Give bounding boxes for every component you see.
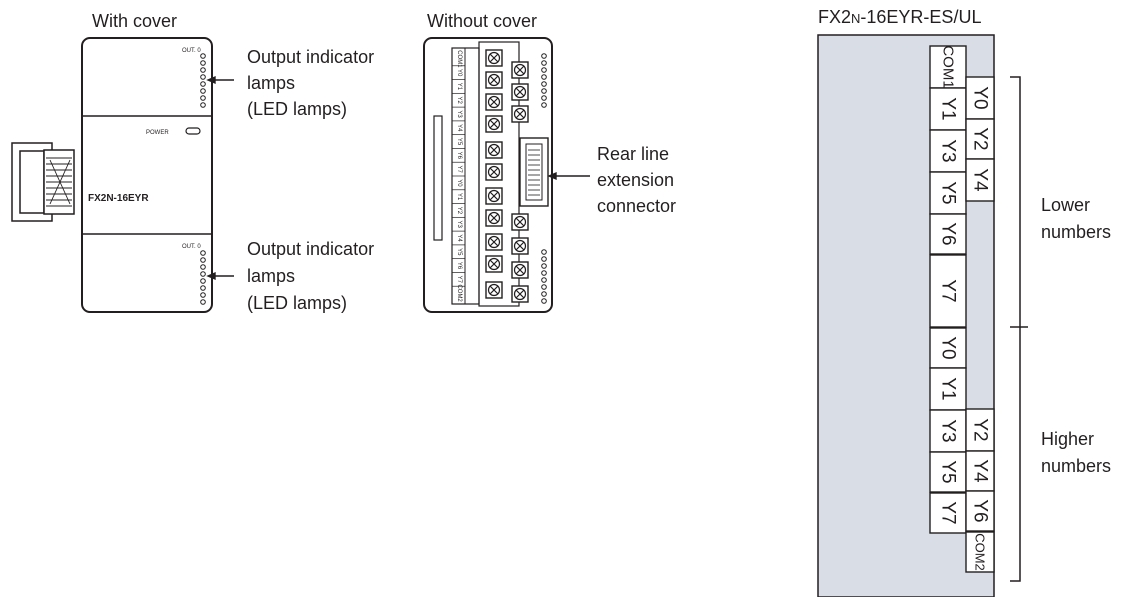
terminal-cell-label: Y1 — [938, 377, 959, 400]
module-out-text-upper: OUT. 0 — [182, 48, 201, 54]
terminal-cell-label: Y6 — [970, 499, 991, 522]
model-title-part1: FX2 — [818, 7, 852, 27]
strip-label: Y1 — [456, 83, 462, 91]
strip-label: Y4 — [456, 234, 462, 242]
terminal-cell-label: COM2 — [973, 533, 988, 571]
terminal-outer-cell: Y0 — [965, 76, 995, 120]
connector-label-line2: extension — [597, 170, 675, 190]
terminal-inner-cell: Y3 — [929, 409, 967, 453]
strip-label: Y3 — [456, 110, 462, 118]
terminal-inner-cell: Y1 — [929, 87, 967, 131]
terminal-outer-cell: Y2 — [965, 118, 995, 160]
terminal-inner-cell: Y5 — [929, 451, 967, 493]
connector-label-line3: connector — [597, 196, 677, 216]
terminal-inner-cell: Y7 — [929, 492, 967, 534]
terminal-cell-label: Y4 — [970, 459, 991, 483]
strip-label: Y7 — [456, 165, 462, 173]
terminal-outer-cell: Y6 — [965, 490, 995, 532]
terminal-cell-label: Y7 — [938, 279, 959, 302]
without-cover-title: Without cover — [427, 11, 538, 31]
terminal-cell-label: Y5 — [938, 460, 959, 483]
strip-label: Y2 — [456, 207, 462, 215]
strip-label: Y3 — [456, 221, 462, 229]
connector-arrow — [547, 171, 590, 181]
lower-lamps-label-line3: (LED lamps) — [247, 293, 348, 313]
strip-label: Y6 — [456, 152, 462, 160]
higher-numbers-label-line1: Higher — [1041, 429, 1095, 449]
lamp-arrow-upper — [206, 75, 234, 85]
upper-lamps-label-line1: Output indicator — [247, 47, 375, 67]
terminal-cell-label: Y2 — [970, 127, 991, 150]
lower-lamps-label-line2: lamps — [247, 266, 296, 286]
strip-label: COM1 — [456, 50, 462, 68]
terminal-inner-cell: Y3 — [929, 129, 967, 173]
terminal-outer-cell: COM2 — [965, 531, 995, 573]
module-name-text: FX2N-16EYR — [88, 193, 149, 204]
terminal-cell-label: Y3 — [938, 139, 959, 162]
terminal-cell-label: Y7 — [938, 501, 959, 524]
terminal-cell-label: Y4 — [970, 168, 991, 192]
strip-label: Y6 — [456, 262, 462, 270]
strip-label: Y2 — [456, 97, 462, 105]
terminal-cell-label: COM1 — [940, 45, 957, 88]
terminal-cell-label: Y2 — [970, 418, 991, 441]
higher-numbers-label-line2: numbers — [1041, 456, 1112, 476]
lower-lamps-label-line1: Output indicator — [247, 239, 375, 259]
model-title-subscript: N — [851, 11, 861, 26]
strip-label: Y5 — [456, 138, 462, 146]
terminal-inner-cell: Y0 — [929, 327, 967, 369]
with-cover-title: With cover — [92, 11, 178, 31]
terminal-cell-label: Y0 — [938, 336, 959, 359]
terminal-outer-cell: Y2 — [965, 408, 995, 452]
terminal-cell-label: Y5 — [938, 181, 959, 204]
lower-numbers-label-line2: numbers — [1041, 222, 1112, 242]
module-power-text: POWER — [146, 130, 169, 136]
strip-label: Y0 — [456, 69, 462, 77]
terminal-cell-label: Y0 — [970, 86, 991, 109]
higher-numbers-bracket — [1010, 327, 1021, 582]
lower-numbers-bracket — [1010, 76, 1028, 328]
model-title-part2: -16EYR-ES/UL — [860, 7, 982, 27]
lamp-arrow-lower — [206, 271, 234, 281]
strip-label: Y0 — [456, 179, 462, 187]
module-out-text-lower: OUT. 0 — [182, 244, 201, 250]
strip-label: Y7 — [456, 276, 462, 284]
terminal-outer-cell: Y4 — [965, 158, 995, 202]
strip-label: Y1 — [456, 193, 462, 201]
terminal-inner-cell: Y5 — [929, 171, 967, 215]
terminal-cell-label: Y3 — [938, 419, 959, 442]
terminal-inner-cell: Y6 — [929, 213, 967, 255]
strip-label: Y5 — [456, 248, 462, 256]
terminal-cell-label: Y6 — [938, 222, 959, 245]
upper-lamps-label-line3: (LED lamps) — [247, 99, 348, 119]
lower-numbers-label-line1: Lower — [1041, 195, 1091, 215]
terminal-cell-label: Y1 — [938, 97, 959, 120]
terminal-inner-cell: Y1 — [929, 367, 967, 411]
terminal-outer-cell: Y4 — [965, 450, 995, 492]
strip-label: COM2 — [456, 284, 462, 302]
model-title: FX2N-16EYR-ES/UL — [818, 6, 981, 30]
module-with-cover — [11, 37, 213, 313]
terminal-inner-cell: COM1 — [929, 45, 967, 89]
upper-lamps-label-line2: lamps — [247, 73, 296, 93]
terminal-inner-cell: Y7 — [929, 254, 967, 328]
strip-label: Y4 — [456, 124, 462, 132]
connector-label-line1: Rear line — [597, 144, 670, 164]
